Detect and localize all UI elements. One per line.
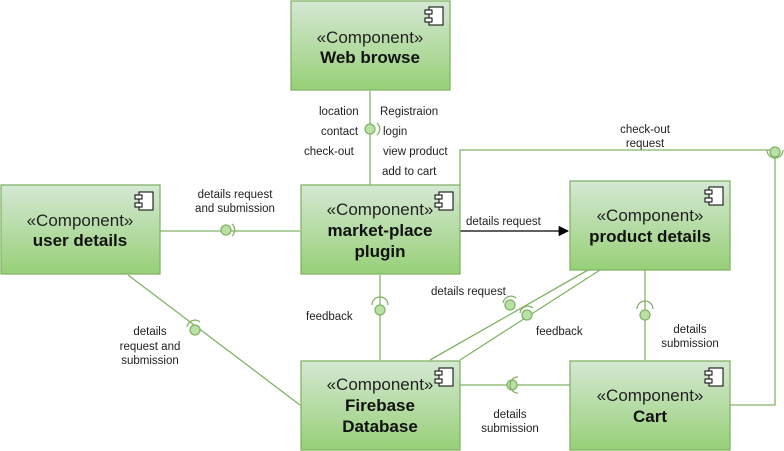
label-marketplace-product-details: details request xyxy=(466,216,542,228)
component-stereotype: «Component» xyxy=(317,28,424,47)
interface-ball xyxy=(374,304,386,316)
interface-socket xyxy=(231,223,236,237)
component-stereotype: «Component» xyxy=(327,200,434,219)
interface-socket xyxy=(502,295,517,304)
label-location: location xyxy=(319,106,359,118)
label-user-marketplace-line-2: and submission xyxy=(195,203,275,215)
component-marketplace-plugin[interactable]: «Component» market-place plugin xyxy=(300,184,461,275)
label-user-firebase-line-3: submission xyxy=(121,355,179,367)
component-name-line-2: plugin xyxy=(355,242,406,261)
component-name-line-2: Database xyxy=(342,417,418,436)
interface-socket xyxy=(509,376,519,394)
label-user-firebase-line-2: request and xyxy=(120,341,181,353)
interfaces xyxy=(186,122,784,394)
component-cart[interactable]: «Component» Cart xyxy=(569,360,731,451)
interface-socket xyxy=(636,300,654,310)
component-stereotype: «Component» xyxy=(327,375,434,394)
interface-ball xyxy=(220,224,232,236)
label-contact: contact xyxy=(321,126,359,138)
component-icon xyxy=(434,191,454,211)
edge-labels: location contact check-out Registraion l… xyxy=(120,106,719,435)
interface-ball xyxy=(364,123,376,135)
component-icon xyxy=(704,186,724,206)
interface-socket xyxy=(519,305,534,314)
label-product-cart-line-2: submission xyxy=(661,338,719,350)
label-view-product: view product xyxy=(383,146,448,158)
label-checkout-request-line-1: check-out xyxy=(620,124,671,136)
component-name-line-1: market-place xyxy=(328,221,433,240)
label-product-cart-line-1: details xyxy=(673,324,706,336)
component-icon xyxy=(134,191,154,211)
component-name: user details xyxy=(33,231,128,250)
interface-ball xyxy=(639,309,651,321)
component-web-browse[interactable]: «Component» Web browse xyxy=(290,0,451,91)
label-registraion: Registraion xyxy=(380,106,438,118)
component-name: Cart xyxy=(633,407,667,426)
interface-ball xyxy=(506,379,518,391)
interface-socket xyxy=(766,149,784,159)
label-firebase-cart-line-2: submission xyxy=(481,423,539,435)
label-login: login xyxy=(383,126,407,138)
component-product-details[interactable]: «Component» product details xyxy=(569,180,731,271)
label-check-out: check-out xyxy=(304,146,355,158)
connector-user-details-firebase xyxy=(127,274,301,406)
component-stereotype: «Component» xyxy=(597,386,704,405)
label-user-marketplace-line-1: details request xyxy=(198,189,274,201)
interface-socket xyxy=(371,296,389,306)
component-stereotype: «Component» xyxy=(27,211,134,230)
label-feedback-product-details: feedback xyxy=(536,326,583,338)
interface-socket xyxy=(186,319,201,328)
connector-firebase-product-details-1 xyxy=(429,269,589,361)
component-name: product details xyxy=(589,227,711,246)
label-add-to-cart: add to cart xyxy=(382,166,437,178)
label-user-firebase-line-1: details xyxy=(133,326,166,338)
component-icon xyxy=(424,6,444,26)
component-stereotype: «Component» xyxy=(597,206,704,225)
component-user-details[interactable]: «Component» user details xyxy=(0,184,161,275)
component-name-line-1: Firebase xyxy=(345,396,415,415)
component-icon xyxy=(704,367,724,387)
label-firebase-cart-line-1: details xyxy=(493,409,526,421)
interface-socket xyxy=(376,122,381,136)
interface-ball xyxy=(189,324,201,336)
interface-ball xyxy=(504,299,516,311)
label-details-request-firebase: details request xyxy=(431,286,507,298)
component-firebase-database[interactable]: «Component» Firebase Database xyxy=(300,360,461,451)
interface-ball xyxy=(769,146,781,158)
component-name: Web browse xyxy=(320,48,420,67)
label-feedback-marketplace: feedback xyxy=(306,311,353,323)
component-icon xyxy=(434,367,454,387)
label-checkout-request-line-2: request xyxy=(626,138,665,150)
interface-ball xyxy=(521,309,533,321)
